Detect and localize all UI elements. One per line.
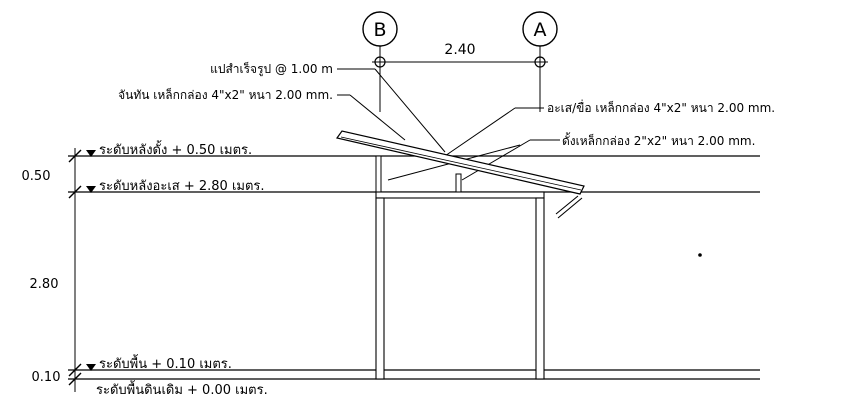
callout-strut: จันทัน เหล็กกล่อง 4"x2" หนา 2.00 mm. [118, 87, 333, 102]
eave-beam [375, 191, 545, 199]
leader-purlin [374, 68, 446, 153]
leader-strut [349, 94, 406, 141]
callout-beam: อะเส/ขื่อ เหล็กกล่อง 4"x2" หนา 2.00 mm. [547, 99, 775, 115]
dimension-floor-height: 0.10 [32, 370, 61, 385]
dimension-wall-height: 2.80 [30, 277, 59, 292]
level-label-ground: ระดับพื้นดินเดิม + 0.00 เมตร. [96, 380, 268, 398]
roof-rafter [335, 130, 585, 195]
level-label-eave: ระดับหลังอะเส + 2.80 เมตร. [99, 179, 265, 194]
dimension-roof-height: 0.50 [22, 169, 51, 184]
grid-label-b: B [373, 19, 386, 41]
stray-dot [698, 253, 702, 257]
level-marker-floor [86, 364, 96, 371]
grid-label-a: A [534, 19, 547, 41]
grid-spacing-label: 2.40 [444, 42, 475, 58]
level-marker-ridge [86, 150, 96, 157]
structure-frame [335, 130, 585, 380]
level-label-ridge: ระดับหลังดั้ง + 0.50 เมตร. [99, 140, 252, 158]
column-left [375, 197, 385, 380]
leader-beam [441, 107, 516, 159]
callout-post: ดั้งเหล็กกล่อง 2"x2" หนา 2.00 mm. [562, 132, 755, 148]
level-label-floor: ระดับพื้น + 0.10 เมตร. [99, 354, 232, 372]
column-right [535, 197, 545, 380]
grid-line-a: A [522, 11, 558, 112]
level-marker-eave [86, 186, 96, 193]
callout-purlin: แปสำเร็จรูป @ 1.00 m [210, 61, 333, 77]
leader-post [461, 139, 531, 181]
